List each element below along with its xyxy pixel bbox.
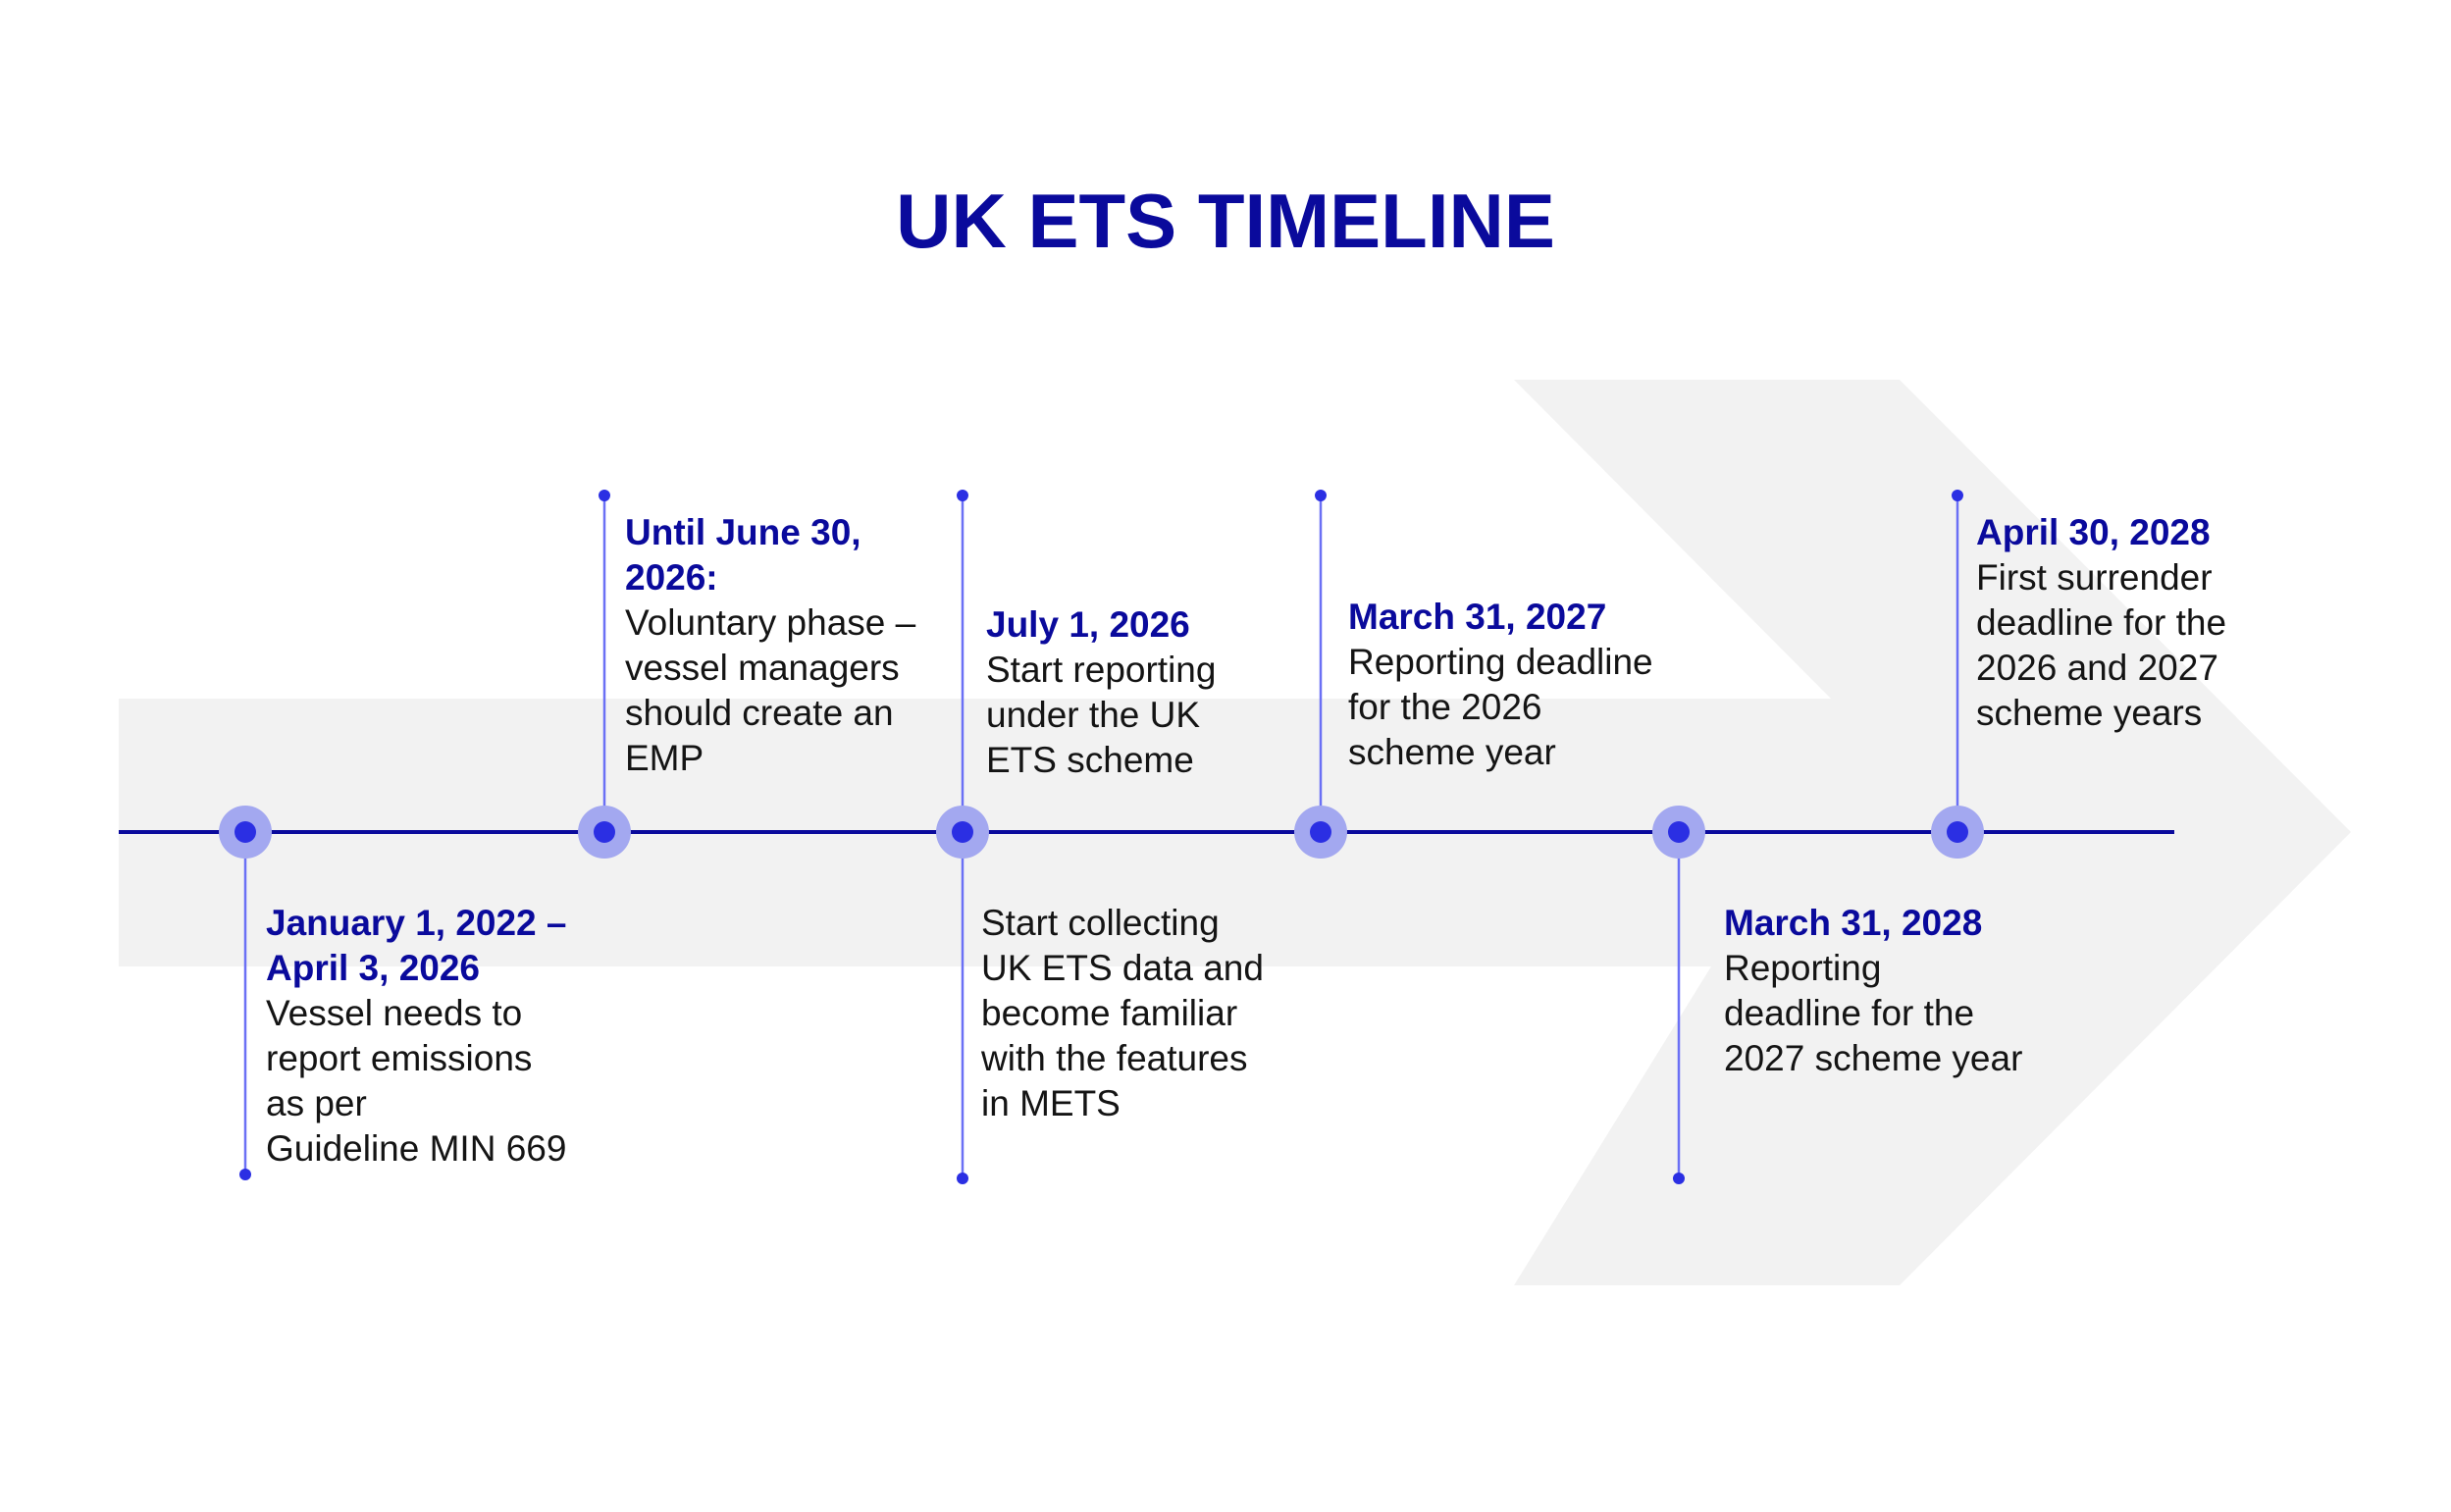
milestone-description: Start collecting UK ETS data and become … — [981, 903, 1264, 1123]
connector-end-july-2026-bottom — [957, 1173, 968, 1184]
milestone-july-2026-below: Start collecting UK ETS data and become … — [981, 901, 1315, 1126]
milestone-date: July 1, 2026 — [986, 604, 1190, 645]
milestone-date: March 31, 2028 — [1724, 903, 1983, 943]
connector-end-march-2028 — [1673, 1173, 1685, 1184]
milestone-june-2026: Until June 30, 2026: Voluntary phase – v… — [625, 510, 959, 781]
connector-end-july-2026-top — [957, 490, 968, 501]
milestone-description: Voluntary phase – vessel managers should… — [625, 602, 916, 778]
milestone-jan-2022: January 1, 2022 – April 3, 2026 Vessel n… — [266, 901, 619, 1172]
connector-end-june-2026 — [599, 490, 610, 501]
milestone-date: March 31, 2027 — [1348, 597, 1607, 637]
connector-end-jan-2022 — [239, 1169, 251, 1180]
milestone-march-2028: March 31, 2028 Reporting deadline for th… — [1724, 901, 2077, 1081]
milestone-description: First surrender deadline for the 2026 an… — [1976, 557, 2227, 733]
connector-end-april-2028 — [1952, 490, 1963, 501]
connector-end-march-2027 — [1315, 490, 1327, 501]
marker-april-2028 — [1931, 806, 1984, 859]
marker-june-2026 — [578, 806, 631, 859]
milestone-date: April 30, 2028 — [1976, 512, 2211, 552]
milestone-date: Until June 30, 2026: — [625, 512, 861, 598]
milestone-date: January 1, 2022 – April 3, 2026 — [266, 903, 567, 988]
milestone-march-2027: March 31, 2027 Reporting deadline for th… — [1348, 595, 1682, 775]
marker-july-2026 — [936, 806, 989, 859]
milestone-april-2028: April 30, 2028 First surrender deadline … — [1976, 510, 2270, 736]
marker-march-2028 — [1652, 806, 1705, 859]
milestone-july-2026: July 1, 2026 Start reporting under the U… — [986, 602, 1300, 783]
marker-jan-2022 — [219, 806, 272, 859]
milestone-description: Start reporting under the UK ETS scheme — [986, 650, 1217, 780]
milestone-description: Vessel needs to report emissions as per … — [266, 993, 567, 1169]
milestone-description: Reporting deadline for the 2026 scheme y… — [1348, 642, 1653, 772]
milestone-description: Reporting deadline for the 2027 scheme y… — [1724, 948, 2023, 1078]
page-title: UK ETS TIMELINE — [896, 178, 1555, 264]
marker-march-2027 — [1294, 806, 1347, 859]
